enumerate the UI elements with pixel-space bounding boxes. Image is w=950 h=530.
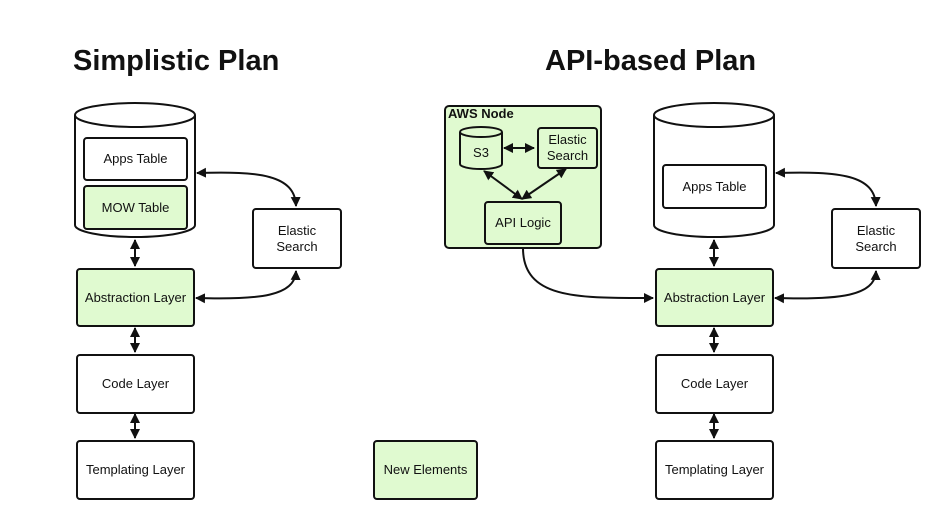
api-logic[interactable]: API Logic: [484, 201, 562, 245]
code-layer-api[interactable]: Code Layer: [655, 354, 774, 414]
elastic-search-api[interactable]: Elastic Search: [831, 208, 921, 269]
arrow-db-elastic-right: [775, 167, 881, 207]
arrow-elastic-api: [521, 168, 567, 200]
arrow-abstraction-elastic-right: [774, 270, 881, 304]
s3-label[interactable]: S3: [473, 145, 489, 160]
elastic-search-simplistic[interactable]: Elastic Search: [252, 208, 342, 269]
title-api-based-plan: API-based Plan: [545, 45, 757, 77]
arrow-s3-api: [483, 170, 523, 200]
legend-new-elements: New Elements: [373, 440, 478, 500]
code-layer-simplistic[interactable]: Code Layer: [76, 354, 195, 414]
arrow-api-abstraction: [522, 247, 654, 304]
mow-table[interactable]: MOW Table: [83, 185, 188, 230]
templating-layer-api[interactable]: Templating Layer: [655, 440, 774, 500]
templating-layer-simplistic[interactable]: Templating Layer: [76, 440, 195, 500]
arrow-db-elastic-left: [196, 167, 301, 207]
title-simplistic-plan: Simplistic Plan: [73, 45, 280, 77]
apps-table-simplistic[interactable]: Apps Table: [83, 137, 188, 181]
apps-table-api[interactable]: Apps Table: [662, 164, 767, 209]
abstraction-layer-simplistic[interactable]: Abstraction Layer: [76, 268, 195, 327]
elastic-search-aws[interactable]: Elastic Search: [537, 127, 598, 169]
aws-node-label: AWS Node: [448, 106, 514, 121]
abstraction-layer-api[interactable]: Abstraction Layer: [655, 268, 774, 327]
arrow-abstraction-elastic-left: [195, 270, 301, 304]
